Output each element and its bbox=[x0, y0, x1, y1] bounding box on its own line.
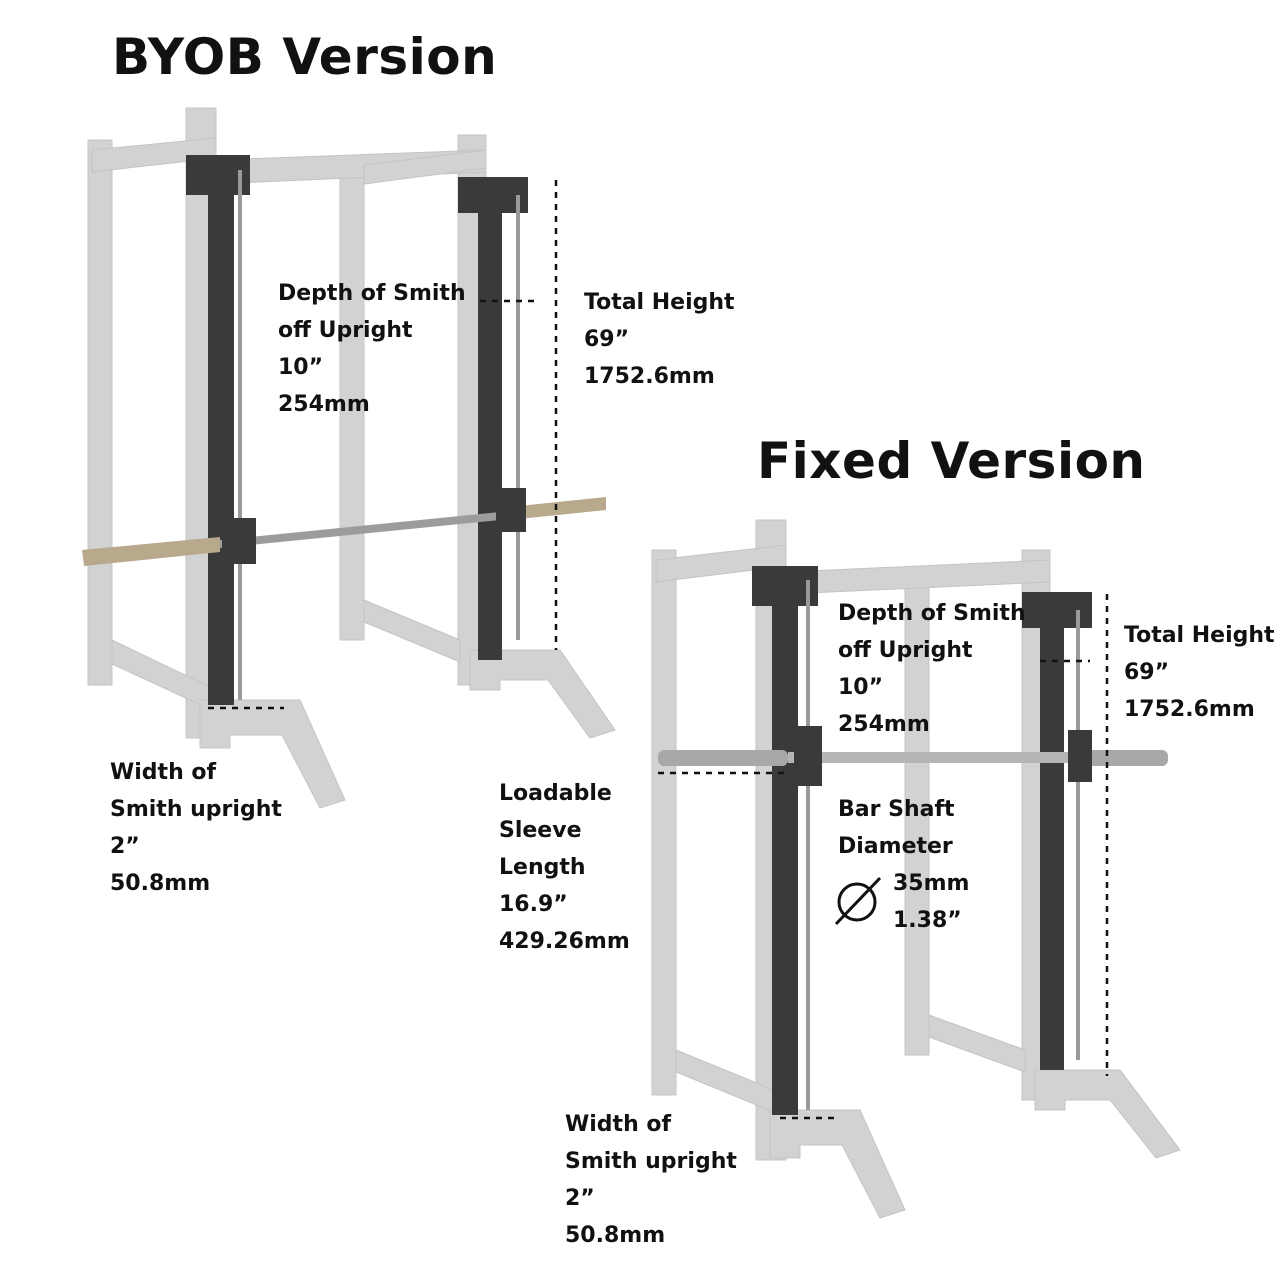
byob-right-carriage bbox=[496, 488, 526, 532]
sleeve-line-4: 16.9” bbox=[499, 892, 568, 917]
shaft-diameter-values: 35mm 1.38” bbox=[893, 865, 969, 939]
byob-front-left-foot bbox=[199, 699, 346, 809]
byob-width-line-4: 50.8mm bbox=[110, 871, 211, 896]
fixed-rack bbox=[651, 519, 1181, 1219]
fixed-width-line-3: 2” bbox=[565, 1186, 595, 1211]
fixed-barbell-left-sleeve bbox=[658, 750, 788, 766]
fixed-height-line-2: 69” bbox=[1124, 660, 1170, 685]
byob-width-line-1: Width of bbox=[110, 760, 217, 785]
sleeve-line-5: 429.26mm bbox=[499, 929, 630, 954]
fixed-depth-line-2: off Upright bbox=[838, 638, 973, 663]
fixed-depth-line-4: 254mm bbox=[838, 712, 930, 737]
byob-rear-right-upright bbox=[339, 159, 365, 641]
shaft-line-1: Bar Shaft bbox=[838, 797, 955, 822]
fixed-front-right-foot bbox=[1034, 1069, 1181, 1159]
diameter-icon bbox=[834, 876, 882, 926]
byob-width-line-2: Smith upright bbox=[110, 797, 282, 822]
byob-barbell-shaft bbox=[220, 512, 500, 548]
fixed-barbell-shaft bbox=[788, 752, 1088, 763]
fixed-rear-right-upright bbox=[904, 584, 930, 1056]
byob-width-line-3: 2” bbox=[110, 834, 140, 859]
fixed-smith-left-upright bbox=[772, 570, 798, 1115]
fixed-depth-label: Depth of Smith off Upright 10” 254mm bbox=[838, 595, 1026, 743]
byob-depth-line-1: Depth of Smith bbox=[278, 281, 466, 306]
byob-smith-right-upright bbox=[478, 180, 502, 660]
byob-barbell-right-sleeve bbox=[500, 497, 606, 521]
byob-title: BYOB Version bbox=[112, 28, 498, 86]
fixed-left-carriage bbox=[794, 726, 822, 786]
shaft-value-1: 35mm bbox=[893, 871, 970, 896]
fixed-width-line-4: 50.8mm bbox=[565, 1223, 666, 1248]
byob-height-line-1: Total Height bbox=[584, 290, 735, 315]
fixed-width-line-2: Smith upright bbox=[565, 1149, 737, 1174]
fixed-smith-right-upright bbox=[1040, 595, 1064, 1070]
byob-depth-line-3: 10” bbox=[278, 355, 324, 380]
byob-left-carriage bbox=[222, 518, 256, 564]
fixed-height-label: Total Height 69” 1752.6mm bbox=[1124, 617, 1275, 728]
fixed-title: Fixed Version bbox=[757, 432, 1146, 490]
byob-barbell-left-sleeve bbox=[82, 537, 220, 566]
sleeve-line-2: Sleeve bbox=[499, 818, 582, 843]
fixed-width-label: Width of Smith upright 2” 50.8mm bbox=[565, 1106, 737, 1254]
byob-height-line-3: 1752.6mm bbox=[584, 364, 715, 389]
fixed-depth-line-3: 10” bbox=[838, 675, 884, 700]
byob-top-right-crossmember bbox=[363, 149, 487, 185]
shaft-line-2: Diameter bbox=[838, 834, 953, 859]
byob-smith-left-upright bbox=[208, 160, 234, 705]
fixed-depth-line-1: Depth of Smith bbox=[838, 601, 1026, 626]
fixed-bottom-right-crossmember bbox=[928, 1014, 1026, 1073]
byob-width-label: Width of Smith upright 2” 50.8mm bbox=[110, 754, 282, 902]
sleeve-length-label: Loadable Sleeve Length 16.9” 429.26mm bbox=[499, 775, 630, 960]
byob-front-right-foot bbox=[469, 649, 616, 739]
fixed-height-line-1: Total Height bbox=[1124, 623, 1275, 648]
fixed-rear-left-upright bbox=[651, 549, 677, 1096]
byob-depth-line-4: 254mm bbox=[278, 392, 370, 417]
fixed-height-line-3: 1752.6mm bbox=[1124, 697, 1255, 722]
byob-height-line-2: 69” bbox=[584, 327, 630, 352]
byob-height-label: Total Height 69” 1752.6mm bbox=[584, 284, 735, 395]
sleeve-line-1: Loadable bbox=[499, 781, 612, 806]
fixed-right-carriage bbox=[1068, 730, 1092, 782]
shaft-diameter-label: Bar Shaft Diameter bbox=[838, 791, 955, 865]
byob-depth-label: Depth of Smith off Upright 10” 254mm bbox=[278, 275, 466, 423]
fixed-smith-right-top-bracket bbox=[1022, 592, 1092, 628]
fixed-barbell-right-sleeve bbox=[1088, 750, 1168, 766]
byob-bottom-right-crossmember bbox=[363, 599, 461, 663]
sleeve-line-3: Length bbox=[499, 855, 586, 880]
byob-rear-left-upright bbox=[87, 139, 113, 686]
fixed-front-left-foot bbox=[769, 1109, 906, 1219]
byob-depth-line-2: off Upright bbox=[278, 318, 413, 343]
shaft-value-2: 1.38” bbox=[893, 908, 962, 933]
byob-rack bbox=[82, 107, 616, 809]
fixed-width-line-1: Width of bbox=[565, 1112, 672, 1137]
